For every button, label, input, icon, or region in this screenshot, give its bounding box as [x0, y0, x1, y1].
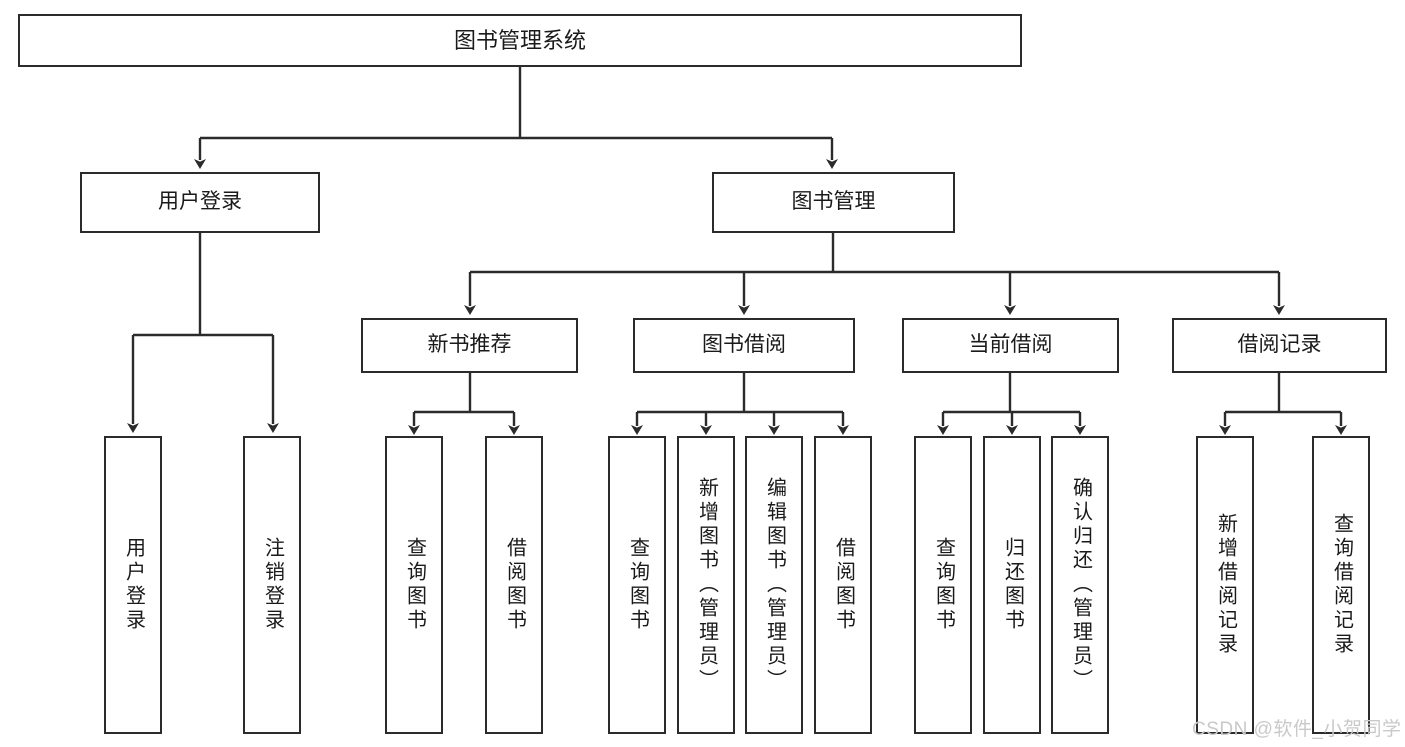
node-current-borrow[interactable]: 当前借阅 [902, 318, 1119, 373]
node-book-borrow-label: 图书借阅 [702, 333, 786, 357]
node-leaf-borrow-do[interactable]: 借阅图书 [814, 436, 872, 734]
node-leaf-user-login[interactable]: 用户登录 [104, 436, 162, 734]
edge-root-to-level2 [194, 67, 838, 169]
node-leaf-borrow-do-label: 借阅图书 [832, 537, 855, 633]
node-leaf-user-login-label: 用户登录 [122, 537, 145, 633]
edge-bookborrow-to-leaves [631, 373, 849, 435]
node-new-book-rec[interactable]: 新书推荐 [361, 318, 578, 373]
node-leaf-rec-borrow[interactable]: 借阅图书 [485, 436, 543, 734]
node-leaf-cur-confirm[interactable]: 确认归还（管理员） [1051, 436, 1109, 734]
node-book-manage-label: 图书管理 [791, 190, 876, 214]
node-leaf-borrow-query[interactable]: 查询图书 [608, 436, 666, 734]
node-new-book-rec-label: 新书推荐 [427, 333, 512, 357]
node-borrow-record-label: 借阅记录 [1237, 333, 1322, 357]
node-leaf-borrow-edit-label: 编辑图书（管理员） [763, 477, 786, 693]
watermark-text: CSDN @软件_小贺同学 [1192, 719, 1402, 740]
node-root-label: 图书管理系统 [453, 27, 586, 53]
node-leaf-cur-query[interactable]: 查询图书 [914, 436, 972, 734]
node-book-borrow[interactable]: 图书借阅 [633, 318, 855, 373]
node-leaf-rec-borrow-label: 借阅图书 [503, 537, 526, 633]
edge-currentborrow-to-leaves [937, 373, 1086, 435]
node-leaf-borrow-add[interactable]: 新增图书（管理员） [677, 436, 735, 734]
node-leaf-cur-return-label: 归还图书 [1001, 537, 1024, 633]
node-current-borrow-label: 当前借阅 [968, 333, 1053, 357]
node-leaf-cur-query-label: 查询图书 [932, 537, 955, 633]
node-leaf-borrow-edit[interactable]: 编辑图书（管理员） [745, 436, 803, 734]
edge-newbookrec-to-leaves [408, 373, 520, 435]
node-leaf-rec-add-label: 新增借阅记录 [1214, 513, 1237, 657]
node-leaf-borrow-add-label: 新增图书（管理员） [695, 477, 718, 693]
edge-userlogin-to-leaves [127, 233, 279, 433]
node-leaf-user-logout[interactable]: 注销登录 [243, 436, 301, 734]
node-leaf-user-logout-label: 注销登录 [261, 537, 284, 633]
node-user-login[interactable]: 用户登录 [80, 172, 320, 233]
node-leaf-rec-search-label: 查询借阅记录 [1330, 513, 1353, 657]
node-leaf-cur-return[interactable]: 归还图书 [983, 436, 1041, 734]
node-leaf-cur-confirm-label: 确认归还（管理员） [1069, 477, 1092, 693]
node-leaf-rec-search[interactable]: 查询借阅记录 [1312, 436, 1370, 734]
node-borrow-record[interactable]: 借阅记录 [1172, 318, 1387, 373]
edge-bookmanage-to-level3 [464, 233, 1285, 315]
node-leaf-borrow-query-label: 查询图书 [626, 537, 649, 633]
node-leaf-rec-add[interactable]: 新增借阅记录 [1196, 436, 1254, 734]
node-leaf-rec-query[interactable]: 查询图书 [385, 436, 443, 734]
node-leaf-rec-query-label: 查询图书 [403, 537, 426, 633]
node-root[interactable]: 图书管理系统 [18, 14, 1022, 67]
edge-borrowrecord-to-leaves [1219, 373, 1347, 435]
node-user-login-label: 用户登录 [158, 190, 242, 214]
node-book-manage[interactable]: 图书管理 [712, 172, 955, 233]
